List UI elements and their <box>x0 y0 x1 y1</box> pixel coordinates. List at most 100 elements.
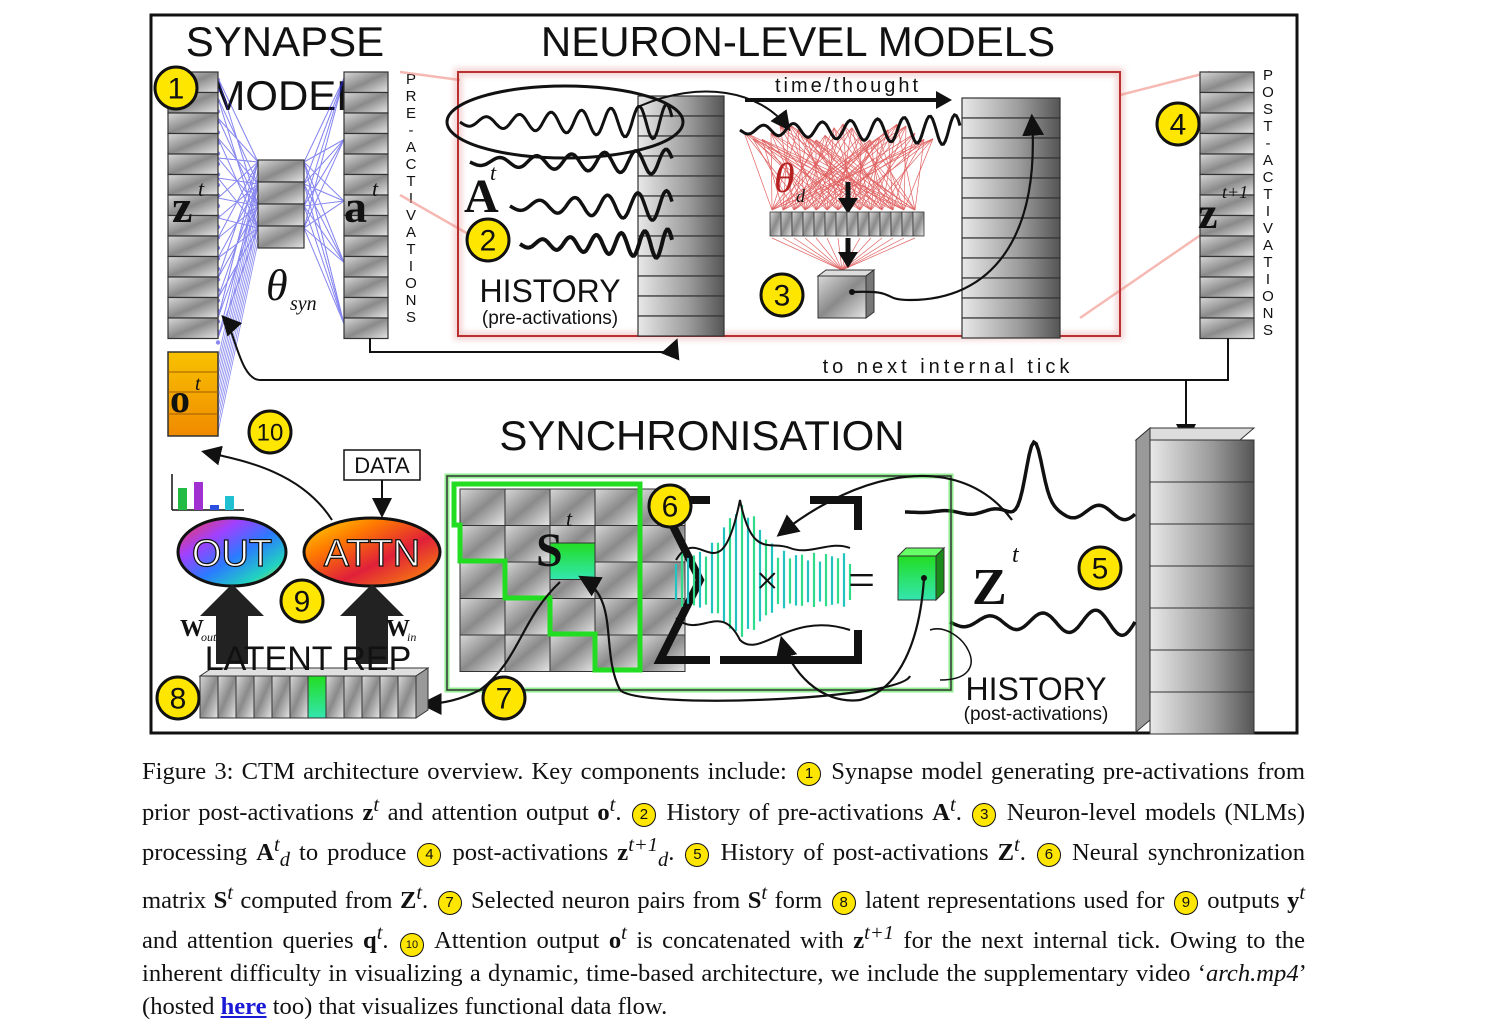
z-t1-cell <box>1199 71 1255 94</box>
nlm-link <box>782 139 817 211</box>
badge-7: 7 <box>481 675 527 721</box>
latent-rep-row <box>198 667 430 719</box>
tower-cell <box>1149 565 1255 609</box>
synapse-line <box>303 200 345 207</box>
z-t1-cell <box>1199 317 1255 340</box>
o-t-block <box>167 351 219 437</box>
nlm-link <box>761 139 784 211</box>
caption-c4: post-activations <box>452 839 609 867</box>
post-activations-letter: O <box>1262 288 1274 305</box>
nlm-link <box>743 131 773 211</box>
hidden-cell <box>257 203 305 227</box>
a-t-cell <box>343 153 389 176</box>
synapse-line <box>303 139 345 185</box>
nlm-output-cell <box>961 177 1061 199</box>
caption-badge-8: 8 <box>831 890 856 915</box>
synapse-line <box>217 209 259 401</box>
sync-wave <box>675 617 851 646</box>
nlm-link <box>841 237 916 271</box>
history-pre-cell <box>637 255 725 277</box>
svg-text:5: 5 <box>1092 553 1109 586</box>
post-activations-letter: P <box>1263 67 1273 84</box>
latent-cell <box>397 675 417 719</box>
svg-text:3: 3 <box>774 280 791 313</box>
badge-5: 5 <box>1077 545 1123 591</box>
sync-matrix-cell <box>549 634 596 672</box>
nlm-link <box>870 138 934 211</box>
synapse-line <box>217 177 259 369</box>
z-t-cell <box>167 296 219 319</box>
nlm-hidden-cell <box>879 211 892 237</box>
nlm-link <box>841 237 905 271</box>
svg-text:8: 8 <box>170 683 187 716</box>
nlm-wave-path <box>739 112 962 146</box>
history-pre-cell <box>637 315 725 337</box>
history-pre-cell <box>637 275 725 297</box>
pre-activations-letter: T <box>406 241 415 258</box>
latent-cell <box>253 675 273 719</box>
a-t-cell <box>343 296 389 319</box>
nlm-link <box>771 135 826 211</box>
equals-symbol: = <box>848 554 875 607</box>
z-t1-cell <box>1199 255 1255 278</box>
Z-t-label: Z <box>972 559 1007 616</box>
sync-matrix-cell <box>594 525 641 563</box>
nlm-link <box>793 237 843 271</box>
synapse-line <box>217 197 259 207</box>
sync-matrix-cell <box>594 634 641 672</box>
nlm-link <box>826 135 862 211</box>
a-t-cell <box>343 132 389 155</box>
latent-cell <box>217 675 237 719</box>
synapse-line <box>217 117 259 163</box>
nlm-link <box>837 127 853 211</box>
title-synapse: SYNAPSE <box>186 18 384 65</box>
latent-rep-label: LATENT REP <box>205 640 412 678</box>
synapse-lines <box>215 77 345 433</box>
caption-intro: CTM architecture overview. Key component… <box>241 758 787 785</box>
pre-activations-letter: - <box>409 122 414 139</box>
nlm-output-cell <box>961 117 1061 139</box>
S-t-sup: t <box>566 506 573 531</box>
post-wave <box>905 439 1137 522</box>
latent-selected-cell <box>307 675 327 719</box>
here-link[interactable]: here <box>220 992 267 1020</box>
history-pre-sublabel: (pre-activations) <box>482 308 618 329</box>
synapse-line <box>303 183 345 202</box>
history-post-sublabel: (post-activations) <box>964 704 1109 725</box>
title-nlm: NEURON-LEVEL MODELS <box>541 18 1055 65</box>
nlm-hidden-cell <box>780 211 793 237</box>
pre-activations-letter: C <box>406 156 417 173</box>
w-out-sub: out <box>201 630 217 644</box>
synapse-line <box>217 97 259 185</box>
nlm-link <box>770 132 839 211</box>
sync-matrix-cell <box>549 598 596 636</box>
pre-activations-letter: A <box>406 224 416 241</box>
nlm-link <box>804 136 880 211</box>
latent-cell <box>343 675 363 719</box>
nlm-link <box>842 123 916 211</box>
tower-cell <box>1149 607 1255 651</box>
badge-1: 1 <box>153 65 199 111</box>
tower-cell <box>1149 649 1255 693</box>
nlm-output-cube <box>816 269 876 319</box>
z-t1-cell <box>1199 132 1255 155</box>
synapse-line <box>217 161 259 199</box>
red-links <box>399 70 1211 320</box>
synapse-line <box>217 217 259 409</box>
nlm-output-cell <box>961 197 1061 219</box>
sync-matrix-cell <box>549 488 596 526</box>
sync-matrix-cell <box>594 561 641 599</box>
synapse-line <box>217 169 259 361</box>
Z-t-sup: t <box>1012 542 1020 568</box>
caption-c6b: computed from <box>240 886 393 914</box>
nlm-link <box>771 136 880 211</box>
hidden-cell <box>257 181 305 205</box>
a-t-cell <box>343 255 389 278</box>
z-t1-column <box>1199 71 1255 340</box>
nlm-link <box>793 127 835 211</box>
nlm-link <box>806 137 828 211</box>
sync-upper-triangle-outline <box>451 481 643 673</box>
w-in-label: W <box>386 616 410 642</box>
caption-hosted-pre: (hosted <box>142 992 215 1020</box>
sync-matrix-cell <box>459 525 506 563</box>
